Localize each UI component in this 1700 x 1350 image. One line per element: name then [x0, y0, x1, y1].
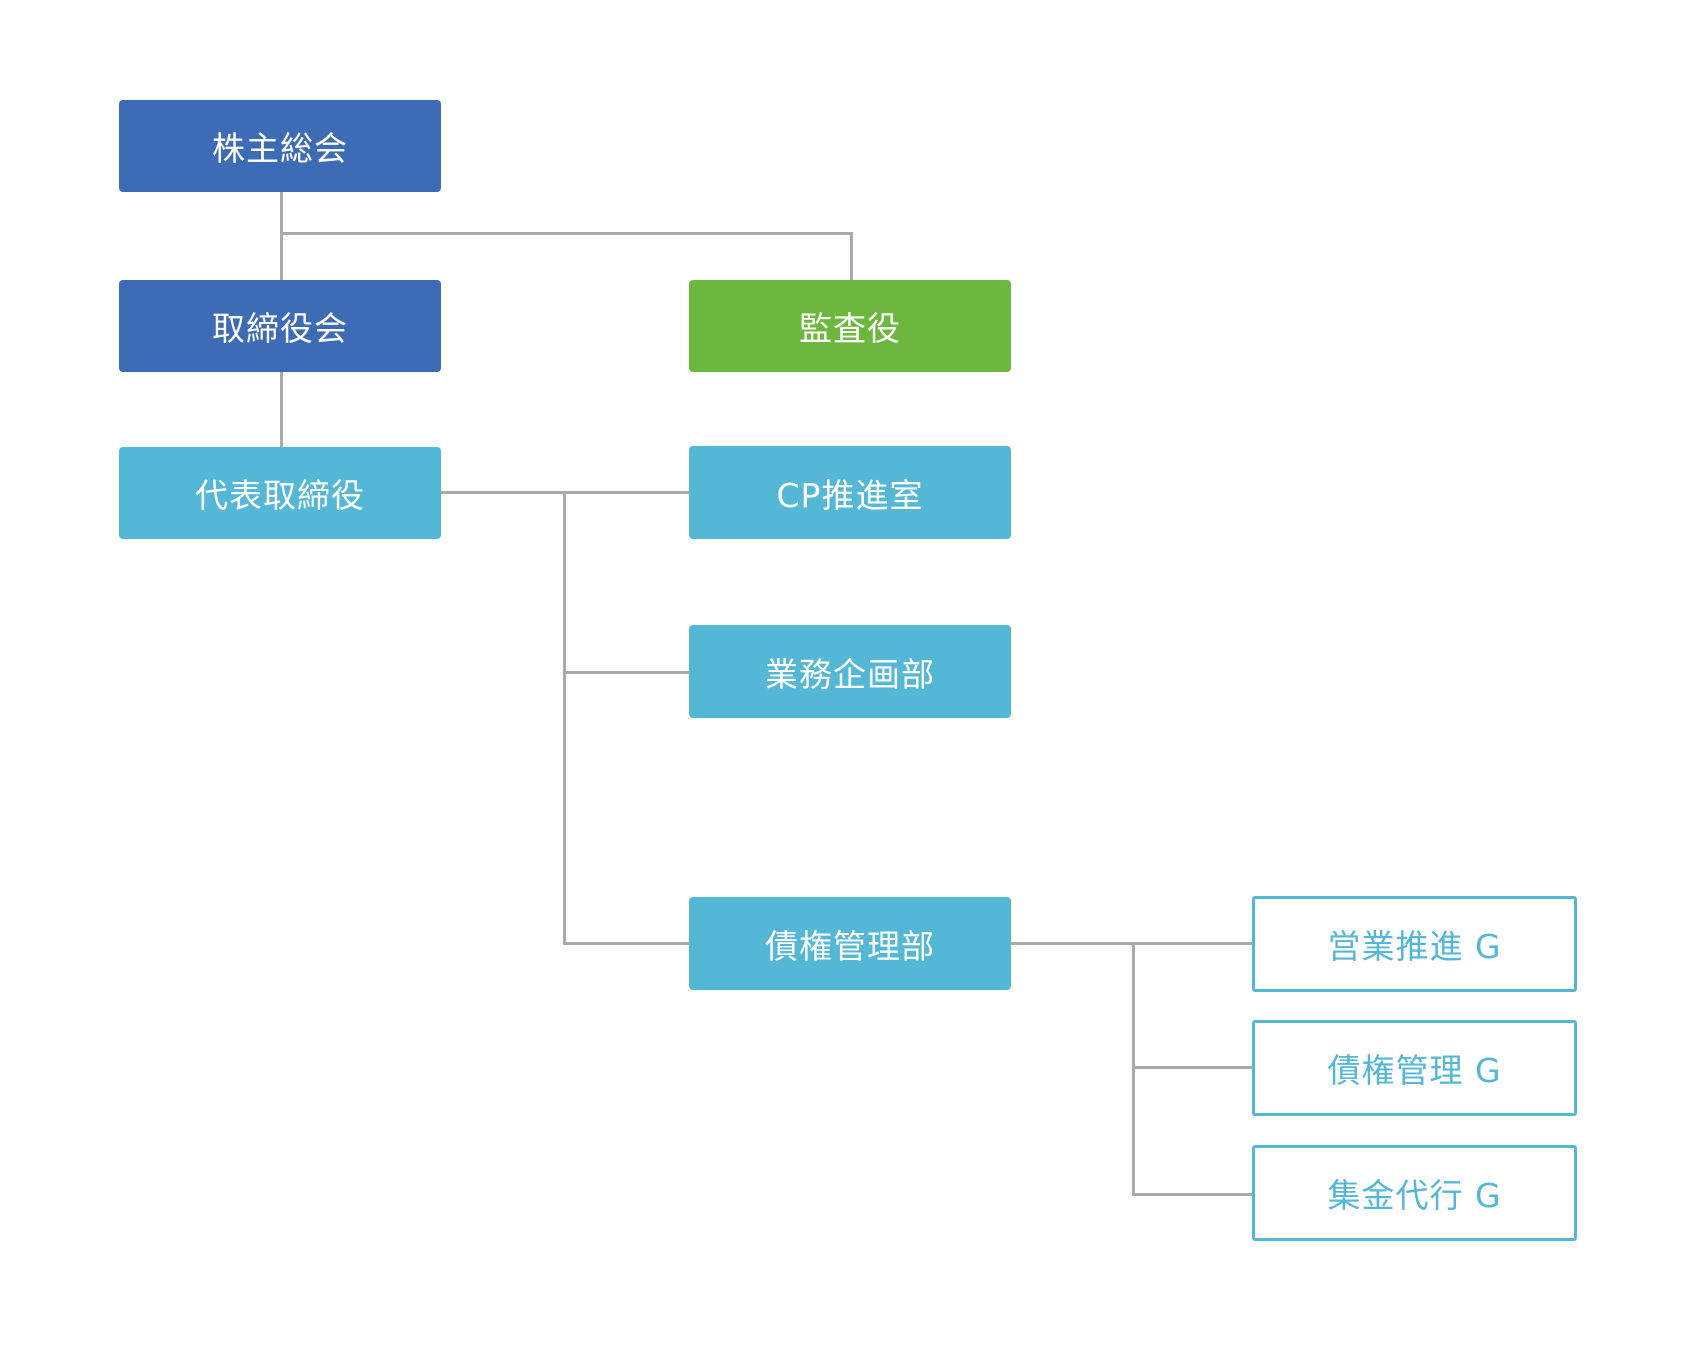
connector-shareholders-auditor-horizontal — [280, 232, 853, 235]
node-credit-management-group: 債権管理 G — [1252, 1020, 1577, 1116]
node-representative-director: 代表取締役 — [119, 447, 441, 539]
node-label: CP推進室 — [776, 475, 924, 515]
node-label: 集金代行 G — [1327, 1176, 1502, 1215]
node-shareholders-meeting: 株主総会 — [119, 100, 441, 192]
node-label: 監査役 — [799, 309, 901, 348]
connector-credit-group-horizontal — [1132, 1066, 1252, 1069]
node-label: 代表取締役 — [195, 476, 365, 515]
node-collection-agency-group: 集金代行 G — [1252, 1145, 1577, 1241]
node-auditor: 監査役 — [689, 280, 1011, 372]
connector-board-ceo — [280, 372, 283, 447]
connector-planning-horizontal — [563, 671, 689, 674]
connector-credit-dept-horizontal — [563, 942, 689, 945]
connector-collection-group-horizontal — [1132, 1193, 1252, 1196]
connector-auditor-vertical — [850, 232, 853, 280]
node-board-of-directors: 取締役会 — [119, 280, 441, 372]
connector-ceo-departments-vertical — [563, 491, 566, 945]
node-credit-management-dept: 債権管理部 — [689, 897, 1011, 990]
node-label: 業務企画部 — [765, 654, 935, 694]
connector-groups-vertical — [1132, 942, 1135, 1196]
connector-credit-dept-groups-horizontal — [1011, 942, 1252, 945]
node-sales-promotion-group: 営業推進 G — [1252, 896, 1577, 992]
node-label: 株主総会 — [212, 129, 348, 168]
node-label: 債権管理 G — [1327, 1051, 1502, 1090]
node-label: 債権管理部 — [765, 926, 935, 966]
node-cp-promotion-office: CP推進室 — [689, 446, 1011, 539]
node-label: 取締役会 — [212, 309, 348, 348]
node-label: 営業推進 G — [1327, 927, 1502, 966]
node-business-planning-dept: 業務企画部 — [689, 625, 1011, 718]
connector-shareholders-board — [280, 192, 283, 280]
